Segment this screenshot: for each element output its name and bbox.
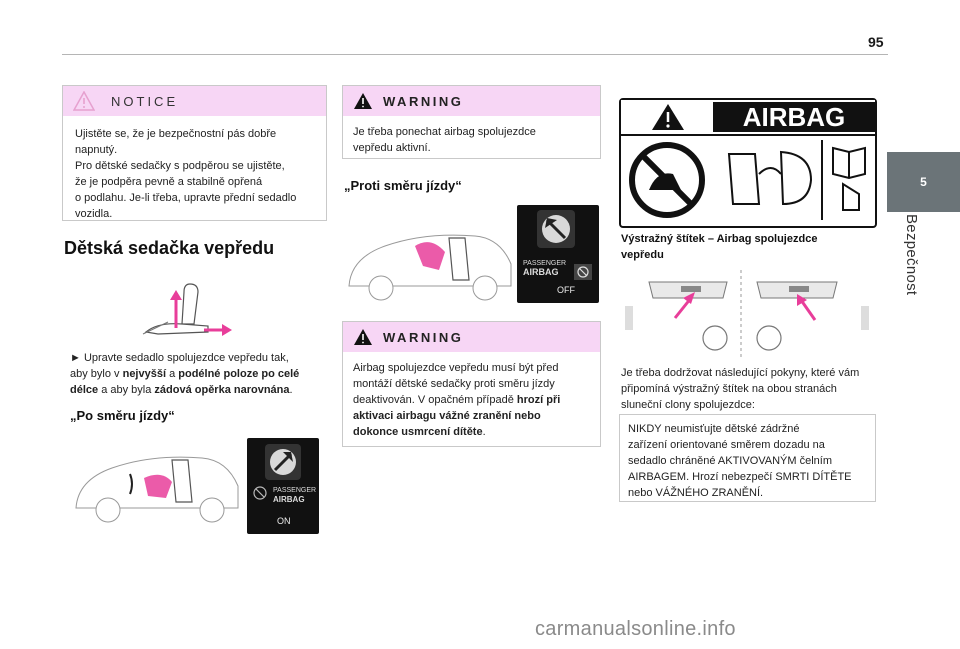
forward-facing-car-illustration [75, 456, 239, 523]
warning-1-text: Je třeba ponechat airbag spolujezdce vep… [353, 126, 536, 154]
page-number: 95 [868, 34, 884, 50]
child-seat-off-icon [574, 264, 592, 280]
airbag-label-caption: Výstražný štítek – Airbag spolujezdce ve… [621, 233, 818, 261]
sun-visor-text: Je třeba dodržovat následující pokyny, k… [621, 367, 860, 411]
notice-line: o podlahu. Je-li třeba, upravte přední s… [75, 192, 297, 204]
notice-header: NOTICE [63, 86, 326, 116]
read-manual-icon [832, 146, 866, 211]
no-rear-facing-seat-icon [629, 142, 705, 218]
warning-2-text: Airbag spolujezdce vepředu musí být před… [353, 362, 561, 438]
notice-line: Pro dětské sedačky s podpěrou se ujistět… [75, 160, 285, 172]
caution-triangle-icon [73, 91, 95, 111]
airbag-switch-off-icon [537, 210, 575, 248]
instruction-line: ► Upravte sedadlo spolujezdce vepředu ta… [70, 352, 289, 364]
no-child-seat-icon [253, 486, 267, 500]
sun-visor-illustration [619, 270, 875, 358]
panel-off-label: PASSENGER AIRBAG [523, 260, 567, 277]
warning-1-header: WARNING [343, 86, 600, 116]
airbag-warning-label: AIRBAG [619, 98, 877, 228]
warning-1-title: WARNING [383, 94, 464, 109]
notice-title: NOTICE [111, 94, 179, 109]
warning-2-title: WARNING [383, 330, 464, 345]
instruction-line: aby bylo v nejvyšší a podélné poloze po … [70, 368, 300, 380]
airbag-warning-triangle-icon [652, 104, 684, 130]
never-note-box: NIKDY neumisťujte dětské zádržné zařízen… [619, 414, 876, 502]
airbag-deploy-icon [727, 150, 813, 206]
warning-box-2: WARNING Airbag spolujezdce vepředu musí … [342, 321, 601, 447]
panel-off-state: OFF [557, 285, 575, 295]
seat-instruction: ► Upravte sedadlo spolujezdce vepředu ta… [70, 350, 330, 398]
warning-triangle-icon [354, 329, 372, 345]
warning-box-1: WARNING Je třeba ponechat airbag spoluje… [342, 85, 601, 159]
section-heading-front-seat: Dětská sedačka vepředu [64, 238, 275, 258]
never-note-text: NIKDY neumisťujte dětské zádržné zařízen… [628, 423, 852, 499]
notice-box: NOTICE Ujistěte se, že je bezpečnostní p… [62, 85, 327, 221]
passenger-airbag-on-panel: PASSENGER AIRBAG ON [247, 438, 319, 534]
panel-on-label: PASSENGER AIRBAG [273, 487, 317, 504]
warning-triangle-icon [354, 93, 372, 109]
notice-line: napnutý. [75, 144, 118, 156]
footer-watermark[interactable]: carmanualsonline.info [535, 618, 736, 640]
chapter-tab[interactable]: 5 [887, 152, 960, 212]
notice-text: Ujistěte se, že je bezpečnostní pás dobř… [75, 126, 320, 222]
warning-2-header: WARNING [343, 322, 600, 352]
airbag-banner-text: AIRBAG [713, 102, 875, 132]
notice-line: vozidla. [75, 208, 113, 220]
airbag-label-banner: AIRBAG [621, 100, 875, 136]
passenger-airbag-off-panel: PASSENGER AIRBAG OFF [517, 205, 599, 303]
instruction-line: délce a aby byla zádová opěrka narovnána… [70, 384, 293, 396]
label-divider [821, 140, 823, 220]
header-rule [62, 54, 888, 55]
notice-line: že je podpěra pevně a stabilně opřená [75, 176, 263, 188]
rear-facing-car-illustration [348, 234, 512, 301]
notice-line: Ujistěte se, že je bezpečnostní pás dobř… [75, 128, 277, 140]
chapter-label: Bezpečnost [903, 214, 920, 296]
panel-on-state: ON [277, 516, 291, 526]
airbag-switch-on-icon [265, 444, 301, 480]
seat-adjust-illustration [142, 283, 232, 336]
forward-facing-heading: „Po směru jízdy“ [70, 408, 175, 423]
rear-facing-heading: „Proti směru jízdy“ [344, 178, 462, 193]
